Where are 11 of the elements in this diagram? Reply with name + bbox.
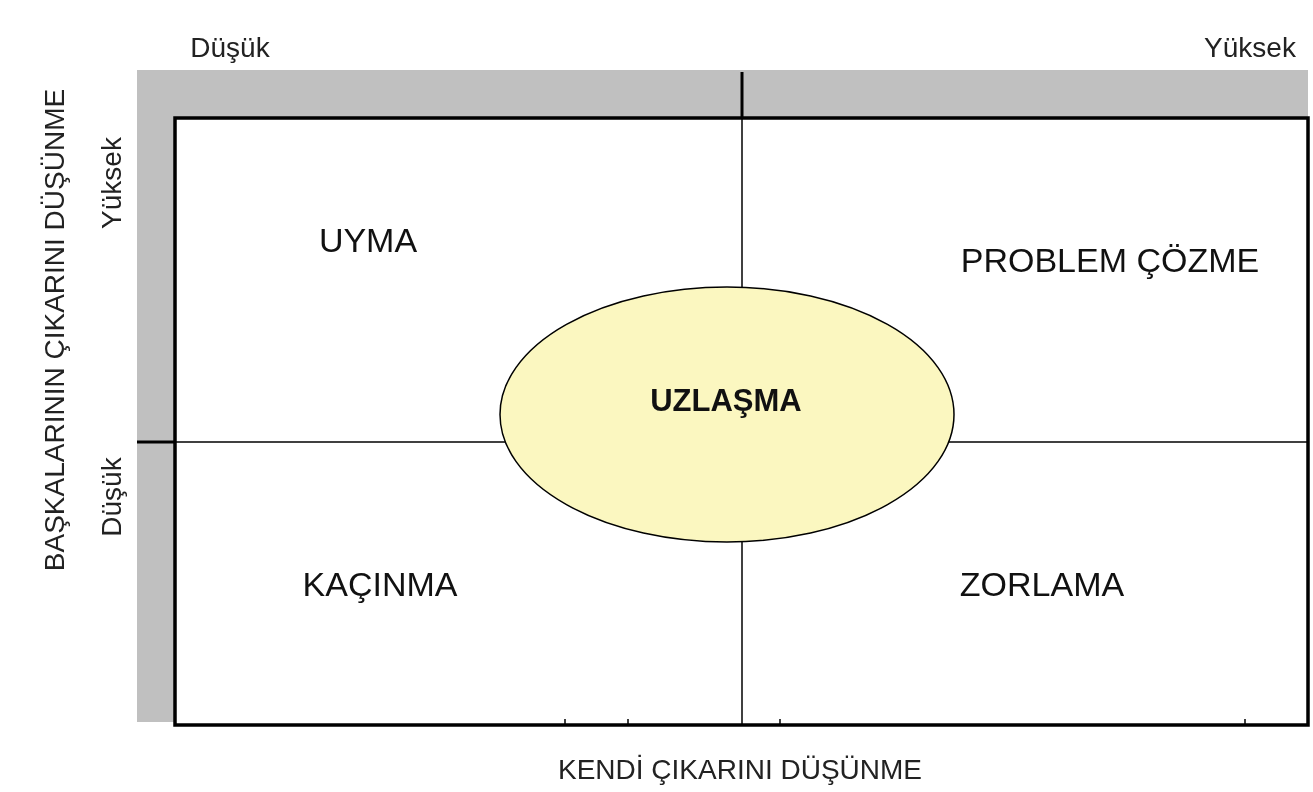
axis-title: KENDİ ÇIKARINI DÜŞÜNME xyxy=(558,754,922,786)
quadrant-label: ZORLAMA xyxy=(959,564,1125,604)
axis-tick-label: Düşük xyxy=(96,457,128,537)
axis-tick-label: Yüksek xyxy=(96,137,128,229)
quadrant-label: PROBLEM ÇÖZME xyxy=(960,240,1260,280)
axis-title: BAŞKALARININ ÇIKARINI DÜŞÜNME xyxy=(39,88,71,572)
axis-tick-label: Yüksek xyxy=(1204,32,1296,64)
ellipse-label: UZLAŞMA xyxy=(650,383,802,419)
quadrant-label: KAÇINMA xyxy=(302,564,458,604)
axis-tick-label: Düşük xyxy=(190,32,270,64)
quadrant-label: UYMA xyxy=(318,220,418,260)
